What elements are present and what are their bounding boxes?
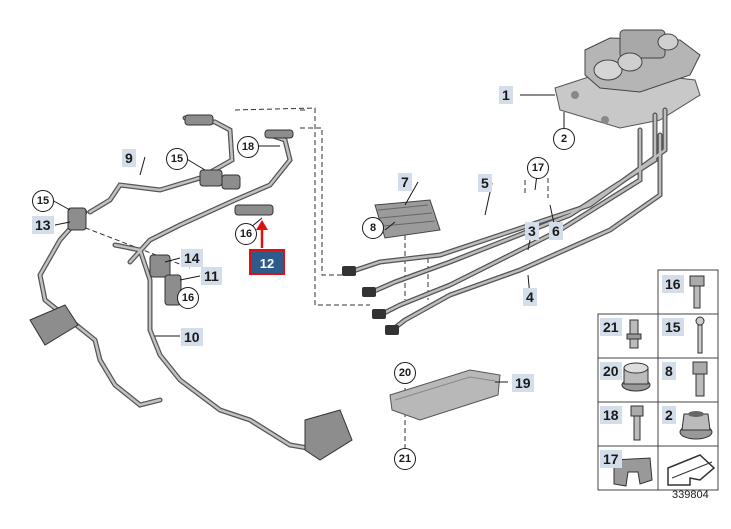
hex-bolt-icon <box>689 275 705 309</box>
part-label-14: 14 <box>181 249 203 267</box>
callout-8: 8 <box>362 217 384 239</box>
callout-21: 21 <box>394 448 416 470</box>
part-label-13: 13 <box>32 216 54 234</box>
part-label-7: 7 <box>398 173 412 191</box>
stud-bolt-icon <box>626 319 642 349</box>
part-label-6: 6 <box>549 222 563 240</box>
callout-2: 2 <box>553 128 575 150</box>
thin-bolt-icon <box>695 316 705 354</box>
left-fittings <box>29 114 353 461</box>
arrow-icon <box>667 454 716 486</box>
legend-label-18: 18 <box>600 406 622 424</box>
callout-17: 17 <box>527 157 549 179</box>
part-label-10: 10 <box>181 328 203 346</box>
part-label-4: 4 <box>523 288 537 306</box>
legend-label-2: 2 <box>662 406 676 424</box>
part-label-9: 9 <box>122 149 136 167</box>
legend-label-8: 8 <box>662 362 676 380</box>
document-number: 339804 <box>672 489 709 501</box>
callout-18: 18 <box>237 136 259 158</box>
torx-screw-icon <box>630 405 644 441</box>
callout-15-top: 15 <box>166 148 188 170</box>
part-label-19: 19 <box>512 374 534 392</box>
part-label-11: 11 <box>201 267 222 285</box>
control-module <box>389 369 501 421</box>
callout-20: 20 <box>394 362 416 384</box>
legend-label-20: 20 <box>600 362 622 380</box>
legend-label-15: 15 <box>662 318 684 336</box>
legend-label-16: 16 <box>662 275 684 293</box>
legend-label-17: 17 <box>600 450 622 468</box>
highlighted-part-12[interactable]: 12 <box>249 249 285 275</box>
flange-nut-icon <box>679 411 713 440</box>
part-label-5: 5 <box>478 174 492 192</box>
part-label-3: 3 <box>525 222 539 240</box>
socket-screw-icon <box>692 361 708 397</box>
line-connectors <box>342 266 399 335</box>
legend-label-21: 21 <box>600 318 622 336</box>
callout-16-center: 16 <box>235 223 257 245</box>
collar-nut-icon <box>621 362 651 392</box>
callout-15-left: 15 <box>32 190 54 212</box>
callout-16-left: 16 <box>177 287 199 309</box>
hydraulic-valve-block <box>554 29 701 129</box>
part-label-1: 1 <box>499 86 513 104</box>
highlight-arrow <box>256 220 268 248</box>
line-holder-block <box>374 199 441 239</box>
pipe-clip-icon <box>613 457 653 487</box>
